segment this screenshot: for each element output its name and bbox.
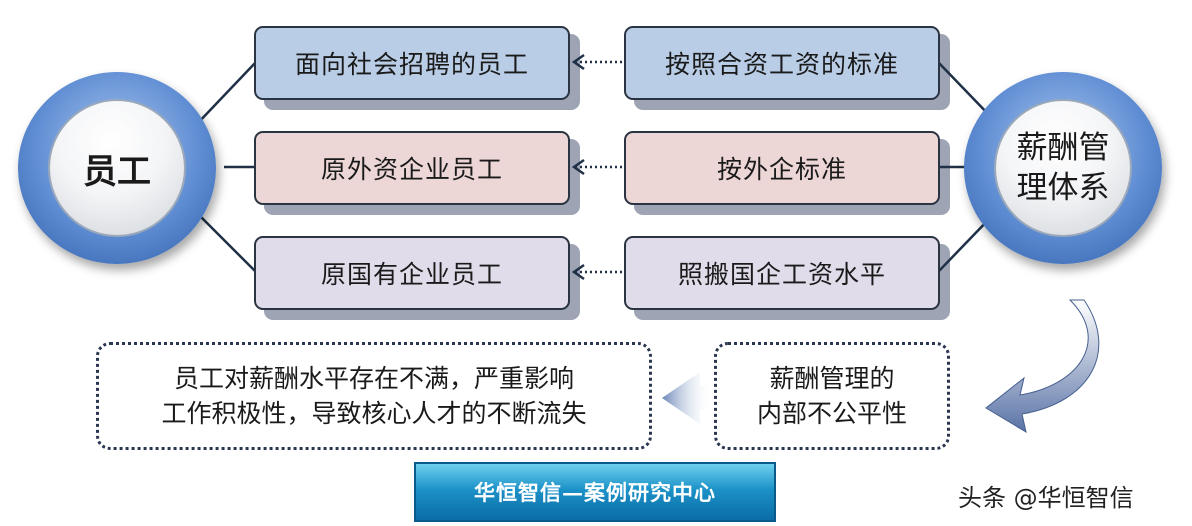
standard-box-label: 按照合资工资的标准 [664,50,899,79]
employee-box-social-recruits: 面向社会招聘的员工 [254,26,570,100]
standard-box-label: 按外企标准 [716,155,847,184]
connector-line [937,61,993,119]
effect-box-line2: 工作积极性，导致核心人才的不断流失 [161,399,587,428]
employee-box-label: 原外资企业员工 [320,155,503,184]
dotted-arrow [571,158,622,176]
employee-circle-label: 员工 [83,151,151,192]
watermark-label: 头条 @华恒智信 [958,484,1134,512]
employee-box-state-enterprise: 原国有企业员工 [254,236,570,310]
dotted-arrow [571,263,622,281]
cause-box: 薪酬管理的 内部不公平性 [714,342,950,450]
standard-box-joint-venture: 按照合资工资的标准 [624,26,940,100]
employee-box-label: 面向社会招聘的员工 [294,50,529,79]
compensation-system-circle: 薪酬管 理体系 [964,72,1162,264]
compensation-system-label-line2: 理体系 [1016,170,1110,206]
research-center-banner: 华恒智信—案例研究中心 [414,462,776,522]
research-center-banner-label: 华恒智信—案例研究中心 [474,480,716,505]
watermark: 头条 @华恒智信 [958,478,1134,513]
curved-arrow [985,299,1100,434]
cause-box-line2: 内部不公平性 [756,399,907,428]
cause-box-line1: 薪酬管理的 [769,364,895,393]
employee-box-foreign-enterprise: 原外资企业员工 [254,131,570,205]
employee-box-label: 原国有企业员工 [320,260,503,289]
dotted-arrow [571,53,622,71]
standard-box-foreign: 按外企标准 [624,131,940,205]
employee-circle: 员工 [18,72,216,264]
effect-box-line1: 员工对薪酬水平存在不满，严重影响 [173,364,574,393]
standard-box-label: 照搬国企工资水平 [677,260,886,289]
connector-line [195,211,257,273]
connector-line [195,61,257,126]
compensation-system-label-line1: 薪酬管 [1016,130,1110,166]
effect-box: 员工对薪酬水平存在不满，严重影响 工作积极性，导致核心人才的不断流失 [96,342,652,450]
chevron-arrow [662,372,712,424]
standard-box-state: 照搬国企工资水平 [624,236,940,310]
